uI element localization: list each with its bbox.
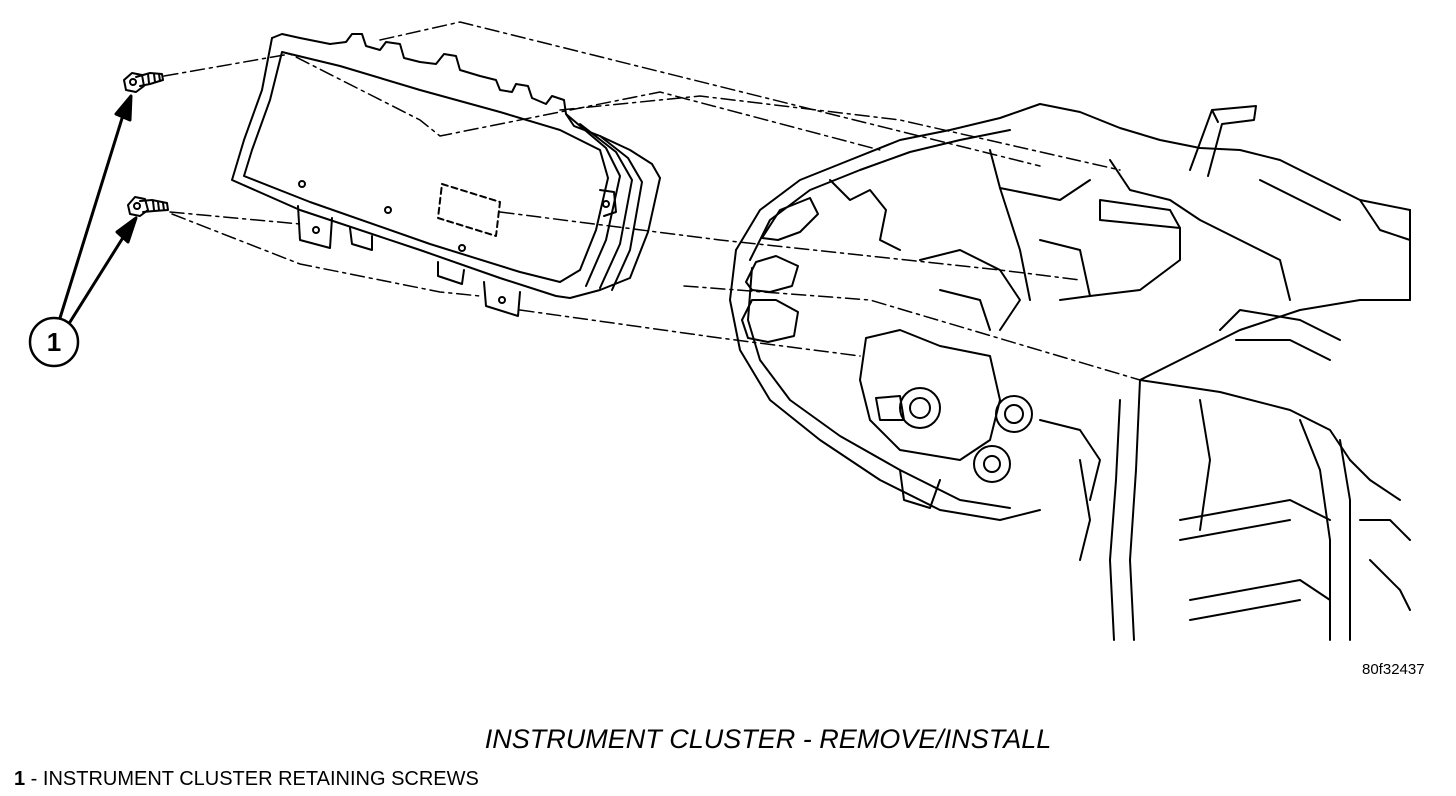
callout-leaders [58, 94, 138, 324]
alignment-lines [163, 21, 1141, 381]
callout-number: 1 [47, 327, 61, 357]
figure-id: 80f32437 [1362, 661, 1425, 678]
legend-item-number: 1 [14, 768, 26, 790]
exploded-view-illustration: 1 [28, 21, 1411, 641]
callout-balloon: 1 [28, 316, 80, 368]
figure-caption: INSTRUMENT CLUSTER - REMOVE/INSTALL [484, 724, 1052, 754]
instrument-cluster [231, 33, 661, 317]
legend-item-text: - INSTRUMENT CLUSTER RETAINING SCREWS [25, 768, 479, 790]
legend-item: 1 - INSTRUMENT CLUSTER RETAINING SCREWS [14, 768, 479, 791]
retaining-screw-lower [127, 196, 169, 217]
retaining-screw-upper [123, 72, 164, 93]
instrument-panel [729, 103, 1411, 641]
legend: 1 - INSTRUMENT CLUSTER RETAINING SCREWS [14, 768, 479, 791]
